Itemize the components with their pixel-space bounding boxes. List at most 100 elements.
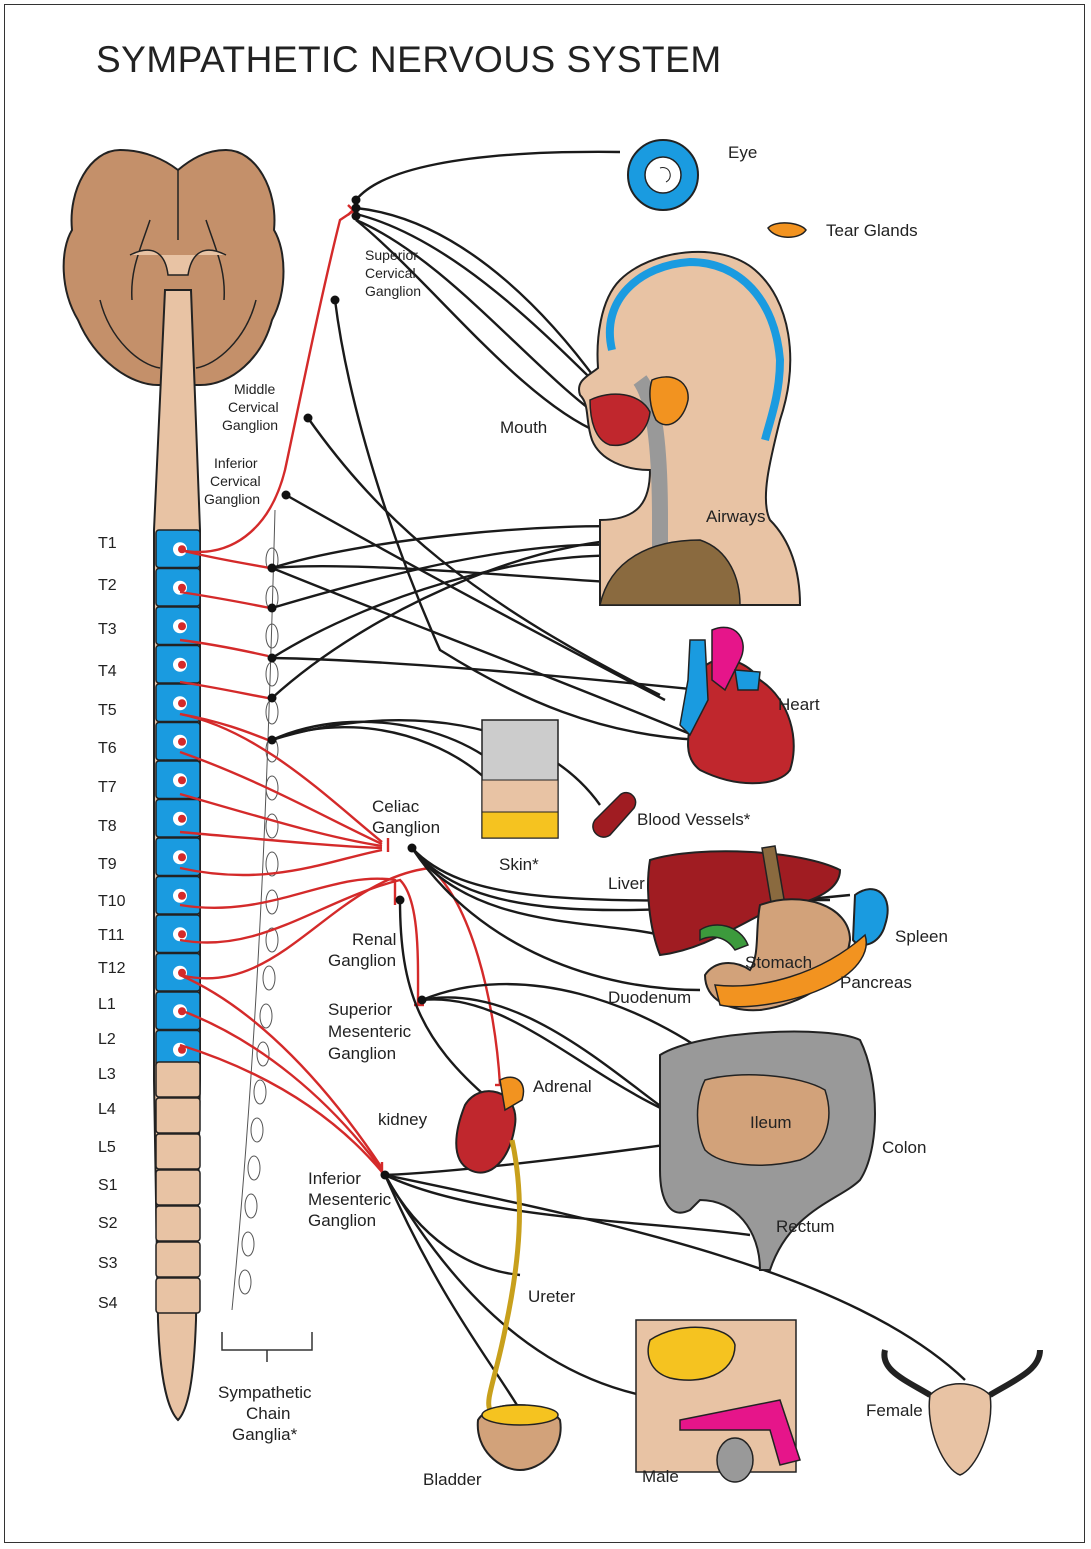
middle-cervical-label-3: Ganglion — [222, 417, 278, 433]
vertebra-s4 — [156, 1278, 200, 1313]
ileum-label: Ileum — [750, 1113, 792, 1132]
duodenum-label: Duodenum — [608, 988, 691, 1007]
vertebra-s3 — [156, 1242, 200, 1277]
middle-cervical-label-2: Cervical — [228, 399, 279, 415]
nucleus-dot-t9 — [178, 853, 186, 861]
segment-label-t5: T5 — [98, 702, 117, 719]
superior-cervical-label-3: Ganglion — [365, 283, 421, 299]
spleen-drawing — [853, 889, 888, 945]
chain-label-1: Sympathetic — [218, 1383, 312, 1402]
segment-label-t12: T12 — [98, 960, 126, 977]
sympathetic-chain — [232, 510, 278, 1310]
superior-mesenteric-label-2: Mesenteric — [328, 1022, 412, 1041]
heart-label: Heart — [778, 695, 820, 714]
inferior-mesenteric-label-2: Mesenteric — [308, 1190, 392, 1209]
renal-label-2: Ganglion — [328, 951, 396, 970]
skin-drawing — [482, 720, 558, 838]
nucleus-dot-t8 — [178, 815, 186, 823]
ganglion-labels: Superior Cervical Ganglion Middle Cervic… — [204, 247, 440, 1444]
bladder-drawing — [478, 1405, 561, 1470]
segment-label-t10: T10 — [98, 893, 126, 910]
segment-labels: T1T2T3T4T5T6T7T8T9T10T11T12L1L2L3L4L5S1S… — [98, 535, 126, 1312]
chain-ganglion — [251, 1118, 263, 1142]
chain-ganglion — [260, 1004, 272, 1028]
eye-label: Eye — [728, 143, 757, 162]
chain-ganglion — [266, 700, 278, 724]
segment-label-t8: T8 — [98, 818, 117, 835]
stomach-label: Stomach — [745, 953, 812, 972]
eye-drawing — [628, 140, 698, 210]
ureter-label: Ureter — [528, 1287, 576, 1306]
chain-ganglion — [248, 1156, 260, 1180]
segment-label-t2: T2 — [98, 577, 117, 594]
segment-label-s3: S3 — [98, 1255, 118, 1272]
chain-label-3: Ganglia* — [232, 1425, 298, 1444]
inferior-mesenteric-label-3: Ganglion — [308, 1211, 376, 1230]
vertebra-s1 — [156, 1170, 200, 1205]
superior-cervical-label-2: Cervical — [365, 265, 416, 281]
kidney-drawing — [456, 1077, 523, 1410]
tear-glands-label: Tear Glands — [826, 221, 918, 240]
rectum-label: Rectum — [776, 1217, 835, 1236]
vertebra-l4 — [156, 1098, 200, 1133]
chain-ganglion — [263, 966, 275, 990]
nucleus-dot-t6 — [178, 738, 186, 746]
segment-label-l3: L3 — [98, 1066, 116, 1083]
renal-label-1: Renal — [352, 930, 396, 949]
segment-label-l2: L2 — [98, 1031, 116, 1048]
segment-label-l5: L5 — [98, 1139, 116, 1156]
inferior-cervical-label-1: Inferior — [214, 455, 258, 471]
segment-label-s4: S4 — [98, 1295, 118, 1312]
segment-label-s2: S2 — [98, 1215, 118, 1232]
segment-label-t1: T1 — [98, 535, 117, 552]
chain-ganglion — [239, 1270, 251, 1294]
airways-label: Airways — [706, 507, 766, 526]
kidney-label: kidney — [378, 1110, 428, 1129]
chain-ganglion — [266, 814, 278, 838]
blood-vessels-label: Blood Vessels* — [637, 810, 751, 829]
segment-label-t9: T9 — [98, 856, 117, 873]
female-label: Female — [866, 1401, 923, 1420]
segment-label-t4: T4 — [98, 663, 117, 680]
segment-label-l1: L1 — [98, 996, 116, 1013]
inferior-cervical-label-2: Cervical — [210, 473, 261, 489]
superior-cervical-label-1: Superior — [365, 247, 418, 263]
segment-label-t3: T3 — [98, 621, 117, 638]
segment-label-t11: T11 — [98, 927, 124, 944]
inferior-cervical-label-3: Ganglion — [204, 491, 260, 507]
segment-label-l4: L4 — [98, 1101, 116, 1118]
liver-label: Liver — [608, 874, 645, 893]
tear-glands-drawing — [768, 223, 806, 237]
intestines-drawing — [660, 1032, 875, 1270]
celiac-label-2: Ganglion — [372, 818, 440, 837]
male-drawing — [636, 1320, 800, 1482]
heart-drawing — [680, 627, 794, 783]
segment-label-t6: T6 — [98, 740, 117, 757]
chain-label-2: Chain — [246, 1404, 290, 1423]
nucleus-dot-t10 — [178, 892, 186, 900]
colon-label: Colon — [882, 1138, 926, 1157]
chain-ganglion — [254, 1080, 266, 1104]
adrenal-label: Adrenal — [533, 1077, 592, 1096]
chain-ganglion — [266, 662, 278, 686]
blood-vessel-drawing — [593, 793, 636, 837]
vertebrae — [156, 530, 200, 1313]
skin-label: Skin* — [499, 855, 539, 874]
middle-cervical-label-1: Middle — [234, 381, 275, 397]
nucleus-dot-t4 — [178, 661, 186, 669]
vertebra-l5 — [156, 1134, 200, 1169]
nucleus-dot-t3 — [178, 622, 186, 630]
chain-bracket — [222, 1332, 312, 1362]
bladder-label: Bladder — [423, 1470, 482, 1489]
segment-label-t7: T7 — [98, 779, 117, 796]
superior-mesenteric-label-1: Superior — [328, 1000, 393, 1019]
inferior-mesenteric-label-1: Inferior — [308, 1169, 361, 1188]
head-drawing — [579, 252, 800, 605]
nucleus-dot-t7 — [178, 776, 186, 784]
pancreas-label: Pancreas — [840, 973, 912, 992]
nucleus-dot-t2 — [178, 584, 186, 592]
diagram-title: SYMPATHETIC NERVOUS SYSTEM — [96, 39, 722, 80]
nucleus-dot-t5 — [178, 699, 186, 707]
male-label: Male — [642, 1467, 679, 1486]
